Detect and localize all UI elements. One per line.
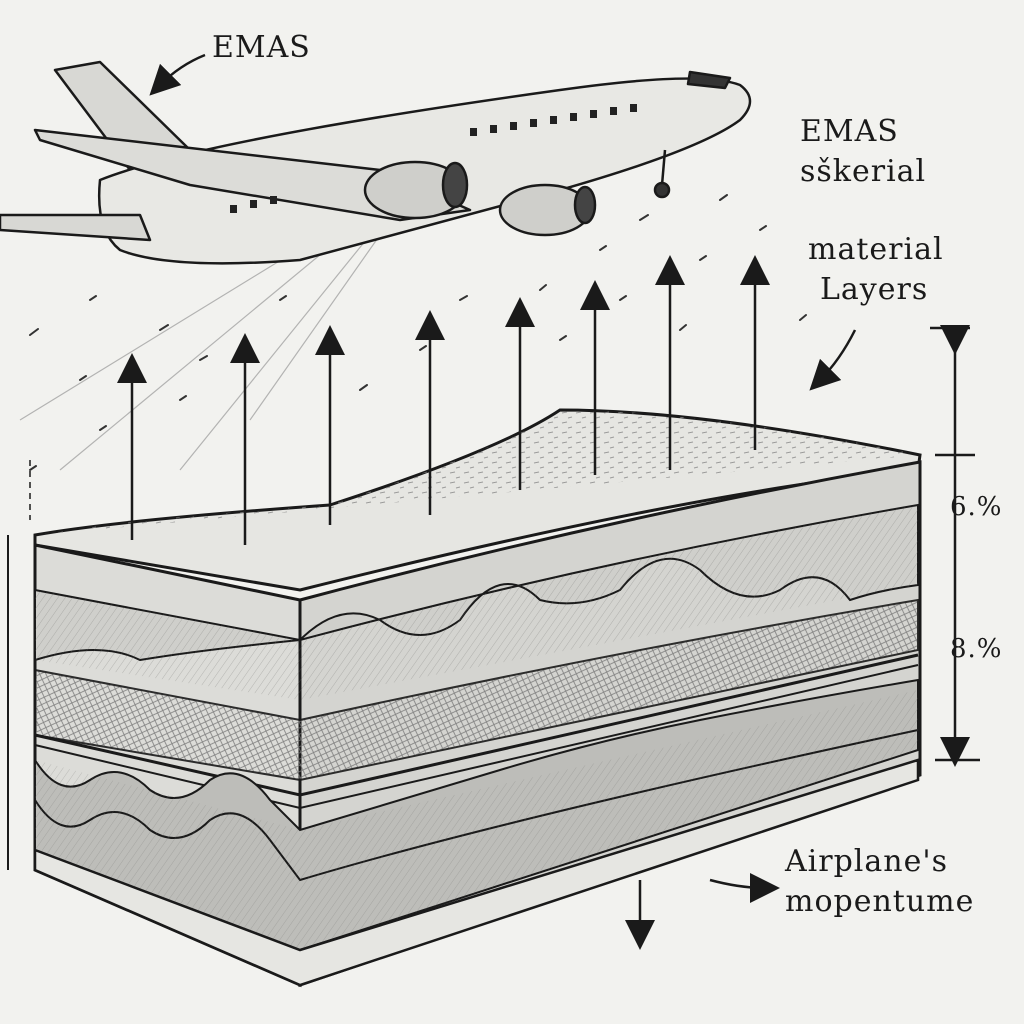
label-emas-material-line2: sškerial xyxy=(800,154,927,189)
label-material-layers-line2: Layers xyxy=(820,272,929,307)
height-dimension xyxy=(930,325,980,767)
layer-2-dense xyxy=(34,598,919,782)
label-emas-material: EMAS sškerial xyxy=(800,112,926,192)
block-bottom-slab xyxy=(33,758,920,987)
material-layers-pointer xyxy=(809,329,857,391)
horizontal-stabilizer xyxy=(0,213,152,242)
label-percent-upper: 6.% xyxy=(950,492,1003,522)
label-emas-top: EMAS xyxy=(212,30,311,65)
label-material-layers-line1: material xyxy=(808,232,944,267)
emas-pointer-arrow xyxy=(149,53,206,96)
upward-force-arrows xyxy=(117,255,770,545)
label-momentum-line2: mopentume xyxy=(785,884,975,919)
landing-gear xyxy=(660,149,667,186)
momentum-arrow xyxy=(709,872,780,903)
label-emas-material-line1: EMAS xyxy=(800,114,899,149)
spray-streaks xyxy=(19,229,381,471)
label-airplane-momentum: Airplane's mopentume xyxy=(785,842,974,922)
cockpit-window xyxy=(686,70,732,90)
airplane-illustration xyxy=(0,60,752,265)
label-material-layers: material Layers xyxy=(808,230,944,310)
label-momentum-line1: Airplane's xyxy=(785,844,949,879)
label-percent-lower: 8.% xyxy=(950,634,1003,664)
passenger-windows xyxy=(230,104,637,213)
emas-block xyxy=(33,408,922,988)
debris-marks xyxy=(29,194,807,471)
